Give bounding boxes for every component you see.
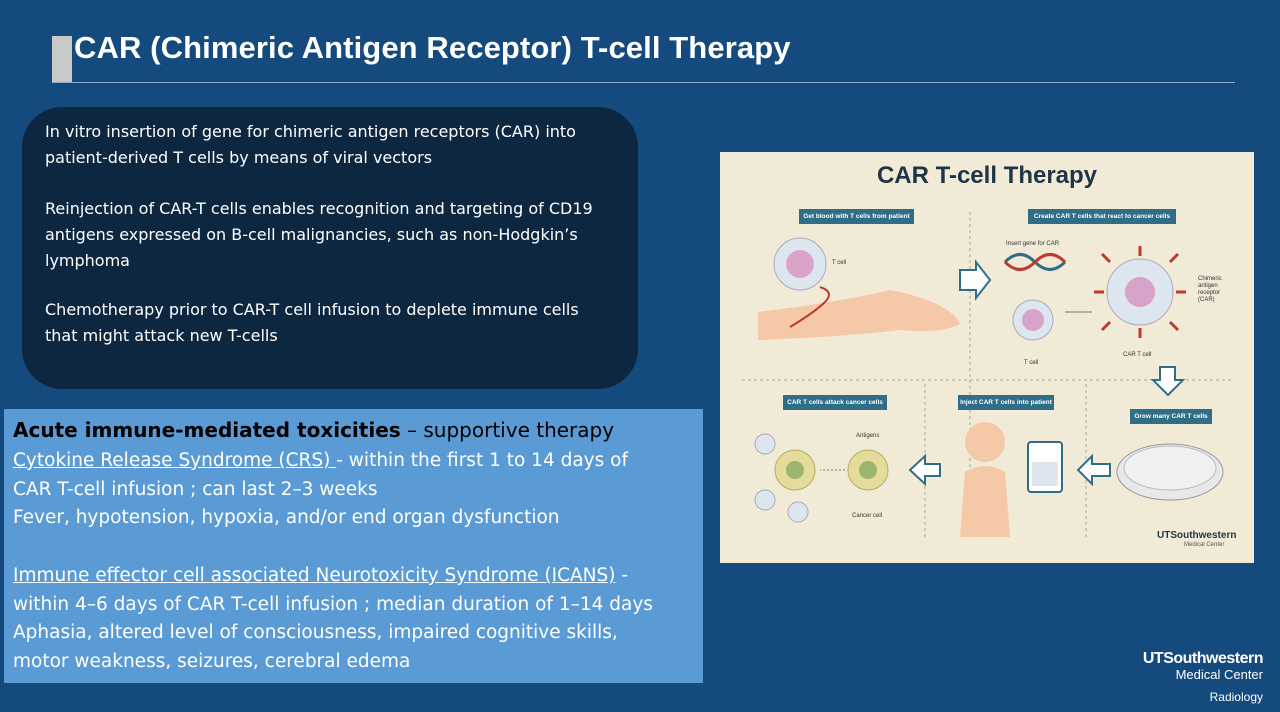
dna-strand-2 bbox=[1003, 253, 1067, 271]
car-receptors bbox=[1094, 246, 1186, 338]
attacking-car-t-2 bbox=[754, 489, 776, 511]
toxicities-box: Acute immune-mediated toxicities – suppo… bbox=[4, 409, 703, 683]
crs-name: Cytokine Release Syndrome (CRS) bbox=[13, 450, 337, 471]
t-cell-2-nucleus bbox=[1022, 309, 1044, 331]
department-name: Radiology bbox=[1209, 690, 1263, 704]
arm bbox=[758, 290, 960, 340]
toxicities-heading-bold: Acute immune-mediated toxicities bbox=[13, 418, 401, 442]
title-accent-bar bbox=[52, 36, 72, 82]
toxicities-heading: Acute immune-mediated toxicities – suppo… bbox=[13, 418, 614, 442]
step-1-label: Get blood with T cells from patient bbox=[799, 209, 914, 224]
step-3-label: Grow many CAR T cells bbox=[1130, 409, 1212, 424]
t-cell-1-nucleus bbox=[786, 250, 814, 278]
label-car-4: (CAR) bbox=[1198, 297, 1215, 303]
figure-logo-sub: Medical Center bbox=[1184, 542, 1225, 548]
car-t-figure: CAR T-cell Therapy bbox=[720, 152, 1254, 563]
attacking-car-t-1 bbox=[754, 433, 776, 455]
label-cancer-cell: Cancer cell bbox=[852, 513, 883, 519]
arrow-left-2 bbox=[908, 453, 941, 487]
label-car-3: receptor bbox=[1198, 290, 1221, 296]
patient-head bbox=[965, 422, 1005, 462]
figure-title: CAR T-cell Therapy bbox=[876, 162, 1098, 189]
label-insert-gene: Insert gene for CAR bbox=[1006, 241, 1060, 247]
toxicities-heading-rest: – supportive therapy bbox=[400, 418, 615, 442]
icans-line-2: within 4–6 days of CAR T-cell infusion ;… bbox=[13, 594, 653, 615]
attacked-cancer-cell-nucleus bbox=[786, 461, 804, 479]
summary-paragraph-2: Reinjection of CAR-T cells enables recog… bbox=[45, 199, 593, 270]
step-2-label: Create CAR T cells that react to cancer … bbox=[1028, 209, 1176, 224]
arrow-right-1 bbox=[959, 259, 992, 301]
summary-paragraph-3: Chemotherapy prior to CAR-T cell infusio… bbox=[45, 300, 579, 345]
label-car-1: Chimeric bbox=[1198, 276, 1222, 282]
step-4-label: Inject CAR T cells into patient bbox=[958, 395, 1054, 410]
arrow-down bbox=[1150, 366, 1186, 397]
crs-line-1: Cytokine Release Syndrome (CRS) - within… bbox=[13, 450, 628, 471]
cancer-cell-nucleus bbox=[859, 461, 877, 479]
crs-line-2: CAR T-cell infusion ; can last 2–3 weeks bbox=[13, 479, 378, 500]
slide-title: CAR (Chimeric Antigen Receptor) T-cell T… bbox=[74, 30, 791, 65]
figure-logo: UTSouthwestern bbox=[1157, 530, 1237, 541]
institution-name: UTSouthwestern bbox=[1142, 650, 1264, 667]
attacking-car-t-3 bbox=[787, 501, 809, 523]
institution-branding: UTSouthwestern Medical Center Radiology bbox=[1142, 650, 1264, 704]
car-t-cell-nucleus bbox=[1125, 277, 1155, 307]
petri-dish-inner bbox=[1123, 445, 1217, 491]
icans-line-4: motor weakness, seizures, cerebral edema bbox=[13, 651, 411, 672]
crs-line-3: Fever, hypotension, hypoxia, and/or end … bbox=[13, 507, 560, 528]
institution-sub: Medical Center bbox=[1175, 667, 1263, 682]
iv-bag-fluid bbox=[1032, 462, 1058, 486]
label-t-cell: T cell bbox=[832, 260, 847, 266]
icans-line-3: Aphasia, altered level of consciousness,… bbox=[13, 622, 618, 643]
crs-line-1-rest: - within the first 1 to 14 days of bbox=[336, 450, 628, 471]
label-t-cell-2: T cell bbox=[1024, 360, 1039, 366]
icans-line-1: Immune effector cell associated Neurotox… bbox=[13, 565, 628, 586]
icans-name: Immune effector cell associated Neurotox… bbox=[13, 565, 616, 586]
patient-body bbox=[960, 466, 1010, 537]
arrow-left-1 bbox=[1076, 453, 1111, 487]
label-antigens: Antigens bbox=[856, 433, 880, 439]
title-divider bbox=[52, 82, 1235, 83]
summary-box: In vitro insertion of gene for chimeric … bbox=[22, 107, 638, 389]
label-car-2: antigen bbox=[1198, 283, 1218, 289]
summary-paragraph-1: In vitro insertion of gene for chimeric … bbox=[45, 122, 576, 167]
icans-line-1-rest: - bbox=[615, 565, 629, 586]
label-car-t-cell: CAR T cell bbox=[1123, 352, 1152, 358]
step-5-label: CAR T cells attack cancer cells bbox=[783, 395, 887, 410]
figure-illustration bbox=[742, 212, 1232, 537]
blood-tube bbox=[789, 286, 830, 328]
